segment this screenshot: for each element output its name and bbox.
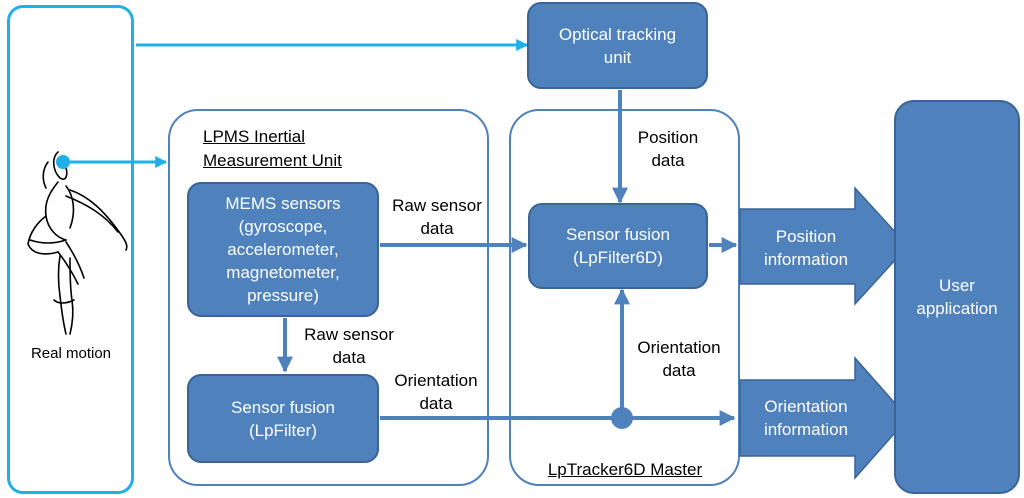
mems-line2: (gyroscope, [238, 217, 328, 236]
raw-down-line2: data [332, 348, 366, 367]
lpms-group-box [168, 109, 489, 486]
sensor-dot [56, 155, 70, 169]
orientation-data-up-label: Orientation data [624, 336, 734, 382]
lpms-group-title-line1: LPMS Inertial [203, 127, 306, 146]
orient-data-line1: Orientation [394, 371, 478, 390]
fusion-lp-line2: (LpFilter) [248, 420, 317, 440]
raw-down-line1: Raw sensor [304, 325, 394, 344]
orientation-data-label: Orientation data [380, 369, 492, 415]
user-application-node: User application [894, 100, 1020, 494]
real-motion-label: Real motion [30, 345, 112, 362]
raw-sensor-data-down-label: Raw sensor data [294, 323, 404, 369]
raw-right-line1: Raw sensor [392, 196, 482, 215]
orientation-info-line1: Orientation [764, 397, 848, 416]
fusion-6d-line1: Sensor fusion [566, 225, 670, 244]
position-data-line1: Position [637, 128, 699, 147]
user-app-line1: User [939, 276, 975, 295]
orient-up-line2: data [662, 361, 696, 380]
optical-tracking-unit-node: Optical tracking unit [527, 2, 708, 89]
orientation-info-line2: information [763, 420, 849, 439]
position-data-line2: data [651, 151, 685, 170]
optical-line1: Optical tracking [558, 24, 677, 44]
mems-line1: MEMS sensors [225, 194, 341, 213]
fusion-lp-line1: Sensor fusion [231, 397, 335, 417]
orient-data-line2: data [419, 394, 453, 413]
mems-line4: magnetometer, [226, 263, 340, 282]
mems-sensors-node: MEMS sensors (gyroscope, accelerometer, … [187, 182, 379, 317]
position-info-line2: information [763, 250, 849, 269]
dancer-figure-icon [27, 151, 128, 335]
position-data-label: Position data [626, 126, 710, 172]
mems-line3: accelerometer, [227, 240, 339, 259]
orient-up-line1: Orientation [637, 338, 721, 357]
sensor-fusion-lpfilter-node: Sensor fusion (LpFilter) [187, 374, 379, 463]
raw-sensor-data-right-label: Raw sensor data [382, 194, 492, 240]
tracker-group-title: LpTracker6D Master [547, 460, 703, 479]
sensor-fusion-lpfilter6d-node: Sensor fusion (LpFilter6D) [528, 203, 708, 289]
user-app-line2: application [916, 299, 998, 318]
orientation-information-label: Orientation information [744, 395, 868, 441]
position-information-block-arrow [739, 186, 910, 306]
fusion-6d-line2: (LpFilter6D) [573, 248, 663, 267]
tracker-group-box [509, 109, 740, 486]
position-info-line1: Position [775, 227, 837, 246]
lpms-group-title-line2: Measurement Unit [203, 151, 342, 170]
junction-dot [611, 407, 633, 429]
optical-line2: unit [603, 47, 632, 67]
real-motion-panel [7, 5, 134, 494]
mems-line5: pressure) [247, 286, 319, 305]
raw-right-line2: data [420, 219, 454, 238]
position-information-label: Position information [744, 225, 868, 271]
orientation-information-block-arrow [739, 356, 910, 480]
